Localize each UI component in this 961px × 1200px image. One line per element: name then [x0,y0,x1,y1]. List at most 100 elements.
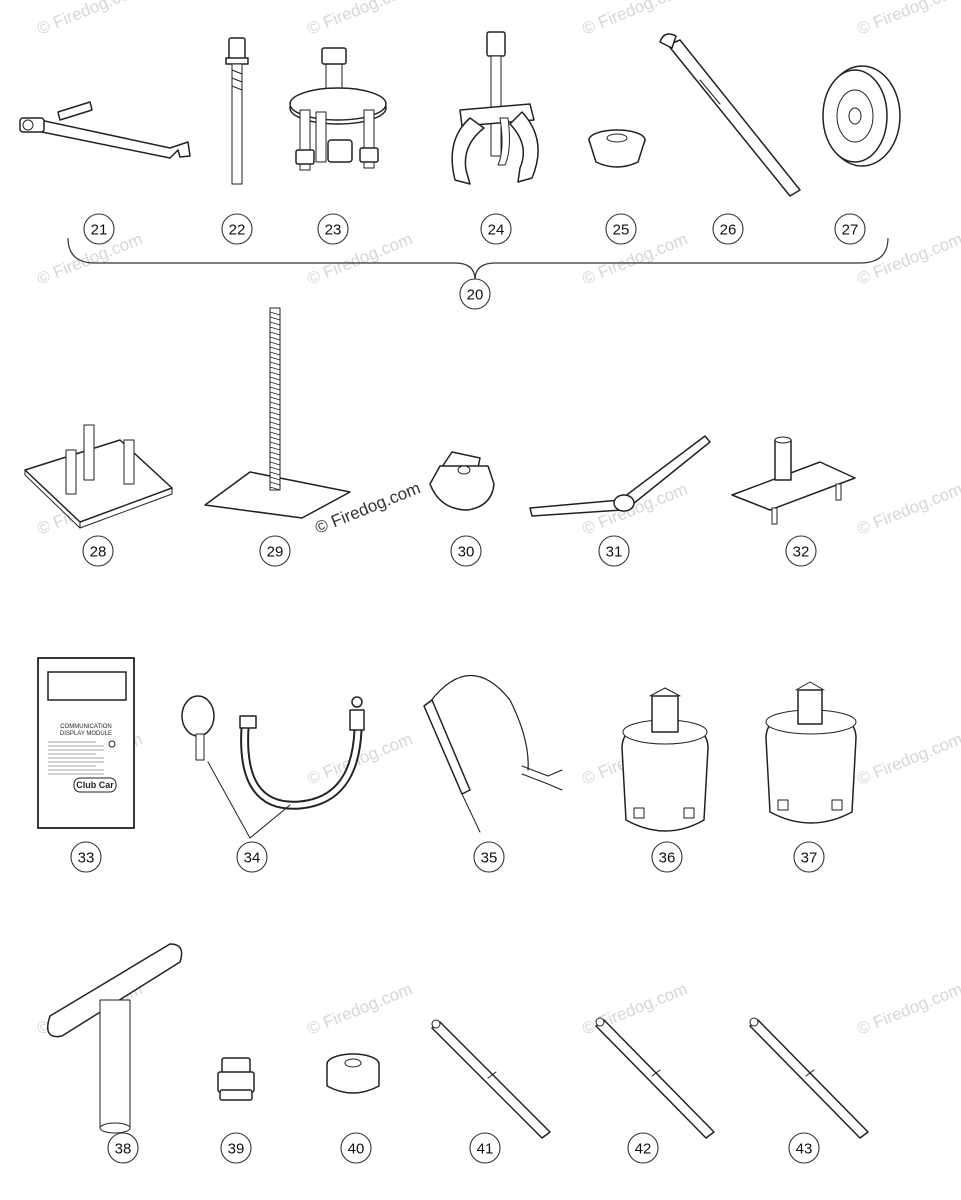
callout-circle [459,278,491,310]
watermark: © Firedog.com [34,0,145,39]
tool-38-t-handle [47,943,183,1134]
callout-39: 39 [220,1132,252,1164]
watermark: © Firedog.com [854,979,961,1038]
tool-42-pin [595,1017,715,1139]
watermark: © Firedog.com [579,979,690,1038]
callout-number: 31 [606,544,623,561]
module-line-2: DISPLAY MODULE [60,731,112,737]
tool-29-threaded-rod [204,307,351,519]
callout-number: 40 [348,1141,365,1158]
callout-24: 24 [480,213,512,245]
tool-34-gauge-hose [181,695,365,839]
callout-43: 43 [788,1132,820,1164]
tool-32-slotted-plate [731,436,856,525]
callout-29: 29 [259,535,291,567]
callout-41: 41 [469,1132,501,1164]
callout-23: 23 [317,213,349,245]
callout-circle [473,841,505,873]
watermark: © Firedog.com [304,0,415,39]
callout-number: 36 [659,850,676,867]
callout-number: 30 [458,544,475,561]
tool-23-puller [289,47,387,171]
callout-circle [259,535,291,567]
callout-30: 30 [450,535,482,567]
callout-circle [82,535,114,567]
callout-number: 43 [796,1141,813,1158]
callout-circle [651,841,683,873]
tool-37-socket [765,681,857,824]
callout-37: 37 [793,841,825,873]
callout-22: 22 [221,213,253,245]
callout-26: 26 [712,213,744,245]
tool-43-pin [749,1017,869,1139]
callout-number: 39 [228,1141,245,1158]
tool-25-cap [588,129,646,168]
callout-28: 28 [82,535,114,567]
callout-circle [605,213,637,245]
callout-circle [450,535,482,567]
tool-35-test-lead [423,675,563,833]
callout-circle [83,213,115,245]
callout-number: 33 [78,850,95,867]
watermark: © Firedog.com [854,729,961,788]
callout-42: 42 [627,1132,659,1164]
callout-31: 31 [598,535,630,567]
callout-36: 36 [651,841,683,873]
callout-number: 38 [115,1141,132,1158]
callout-circle [480,213,512,245]
tool-41-pin [431,1019,551,1139]
callout-circle [627,1132,659,1164]
callout-21: 21 [83,213,115,245]
watermark: © Firedog.com [579,0,690,39]
tool-24-jaw-puller [451,31,539,185]
callout-32: 32 [785,535,817,567]
callout-number: 34 [244,850,261,867]
callout-number: 28 [90,544,107,561]
tool-39-fitting [217,1057,255,1101]
group-bracket [67,237,889,281]
callout-27: 27 [834,213,866,245]
callout-number: 32 [793,544,810,561]
tool-33-display-module: COMMUNICATION DISPLAY MODULE Club Car [37,657,135,829]
callout-circle [598,535,630,567]
tool-40-washer [326,1053,380,1094]
watermark: © Firedog.com [854,0,961,39]
callout-circle [317,213,349,245]
callout-number: 26 [720,222,737,239]
callout-number: 25 [613,222,630,239]
callout-20: 20 [459,278,491,310]
callout-circle [340,1132,372,1164]
tool-26-spanner [659,33,801,197]
callout-circle [834,213,866,245]
module-brand: Club Car [76,780,114,790]
callout-circle [793,841,825,873]
tool-28-pin-plate [24,424,173,529]
module-line-1: COMMUNICATION [60,724,112,730]
watermark: © Firedog.com [854,479,961,538]
tool-30-bracket [429,451,495,511]
tool-21-flywheel-holder [19,101,191,159]
callout-circle [221,213,253,245]
callout-number: 20 [467,287,484,304]
watermark: © Firedog.com [579,229,690,288]
callout-circle [785,535,817,567]
callout-35: 35 [473,841,505,873]
callout-circle [70,841,102,873]
tool-36-socket [621,687,709,832]
tool-31-angled-rod [529,435,711,517]
callout-40: 40 [340,1132,372,1164]
watermark: © Firedog.com [304,979,415,1038]
callout-number: 42 [635,1141,652,1158]
callout-circle [107,1132,139,1164]
callout-circle [469,1132,501,1164]
watermark: © Firedog.com [854,229,961,288]
callout-circle [236,841,268,873]
callout-25: 25 [605,213,637,245]
callout-number: 21 [91,222,108,239]
callout-layer: 21 22 23 24 25 26 27 20 28 29 30 31 32 33 34 35 36 37 38 39… [70,213,866,1164]
callout-number: 22 [229,222,246,239]
callout-34: 34 [236,841,268,873]
tool-27-wheel [822,65,901,167]
callout-circle [220,1132,252,1164]
